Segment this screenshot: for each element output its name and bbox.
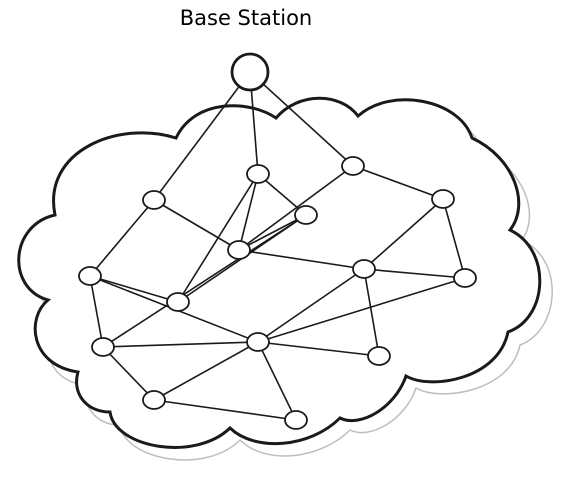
edge-n11-n15: [257, 341, 297, 421]
edge-n3-n5: [238, 165, 354, 251]
sensor-node-n2: [142, 190, 166, 210]
edge-n10-n14: [363, 268, 466, 279]
edge-n10-n13: [363, 268, 380, 357]
edge-n9-n11: [102, 341, 259, 348]
sensor-node-n4: [294, 205, 318, 225]
sensor-node-n11: [246, 332, 270, 352]
edge-n8-n10: [363, 198, 444, 270]
edge-n6-n9: [89, 275, 104, 348]
edge-base-station-n3: [249, 71, 354, 167]
nodes: [78, 52, 477, 430]
sensor-node-n13: [367, 346, 391, 366]
edge-n4-n9: [102, 214, 307, 348]
edge-n9-n12: [102, 346, 155, 401]
edge-n2-n6: [89, 199, 155, 277]
cloud-outline: [17, 96, 542, 449]
sensor-node-n9: [91, 337, 115, 357]
edge-n8-n14: [442, 198, 466, 279]
cloud: [17, 96, 542, 449]
sensor-node-n12: [142, 390, 166, 410]
edge-n11-n14: [257, 277, 466, 343]
sensor-node-n15: [284, 410, 308, 430]
page-title: Base Station: [179, 6, 313, 30]
edge-n11-n12: [153, 341, 259, 401]
base-station-node: [230, 52, 270, 92]
edge-n3-n8: [352, 165, 444, 200]
sensor-node-n8: [431, 189, 455, 209]
sensor-node-n5: [227, 240, 251, 260]
edge-n11-n13: [257, 341, 380, 357]
edge-n12-n15: [153, 399, 297, 421]
sensor-node-n14: [453, 268, 477, 288]
edge-n2-n5: [153, 199, 240, 251]
sensor-node-n7: [166, 292, 190, 312]
edge-n10-n11: [257, 268, 365, 343]
sensor-node-n3: [341, 156, 365, 176]
edge-n1-n5: [238, 173, 259, 251]
edge-n5-n10: [238, 249, 365, 270]
sensor-node-n10: [352, 259, 376, 279]
edge-base-station-n2: [153, 71, 251, 201]
edge-n6-n7: [89, 275, 179, 303]
sensor-node-n1: [246, 164, 270, 184]
edges: [89, 71, 466, 421]
sensor-node-n6: [78, 266, 102, 286]
edge-n4-n5: [238, 214, 307, 251]
